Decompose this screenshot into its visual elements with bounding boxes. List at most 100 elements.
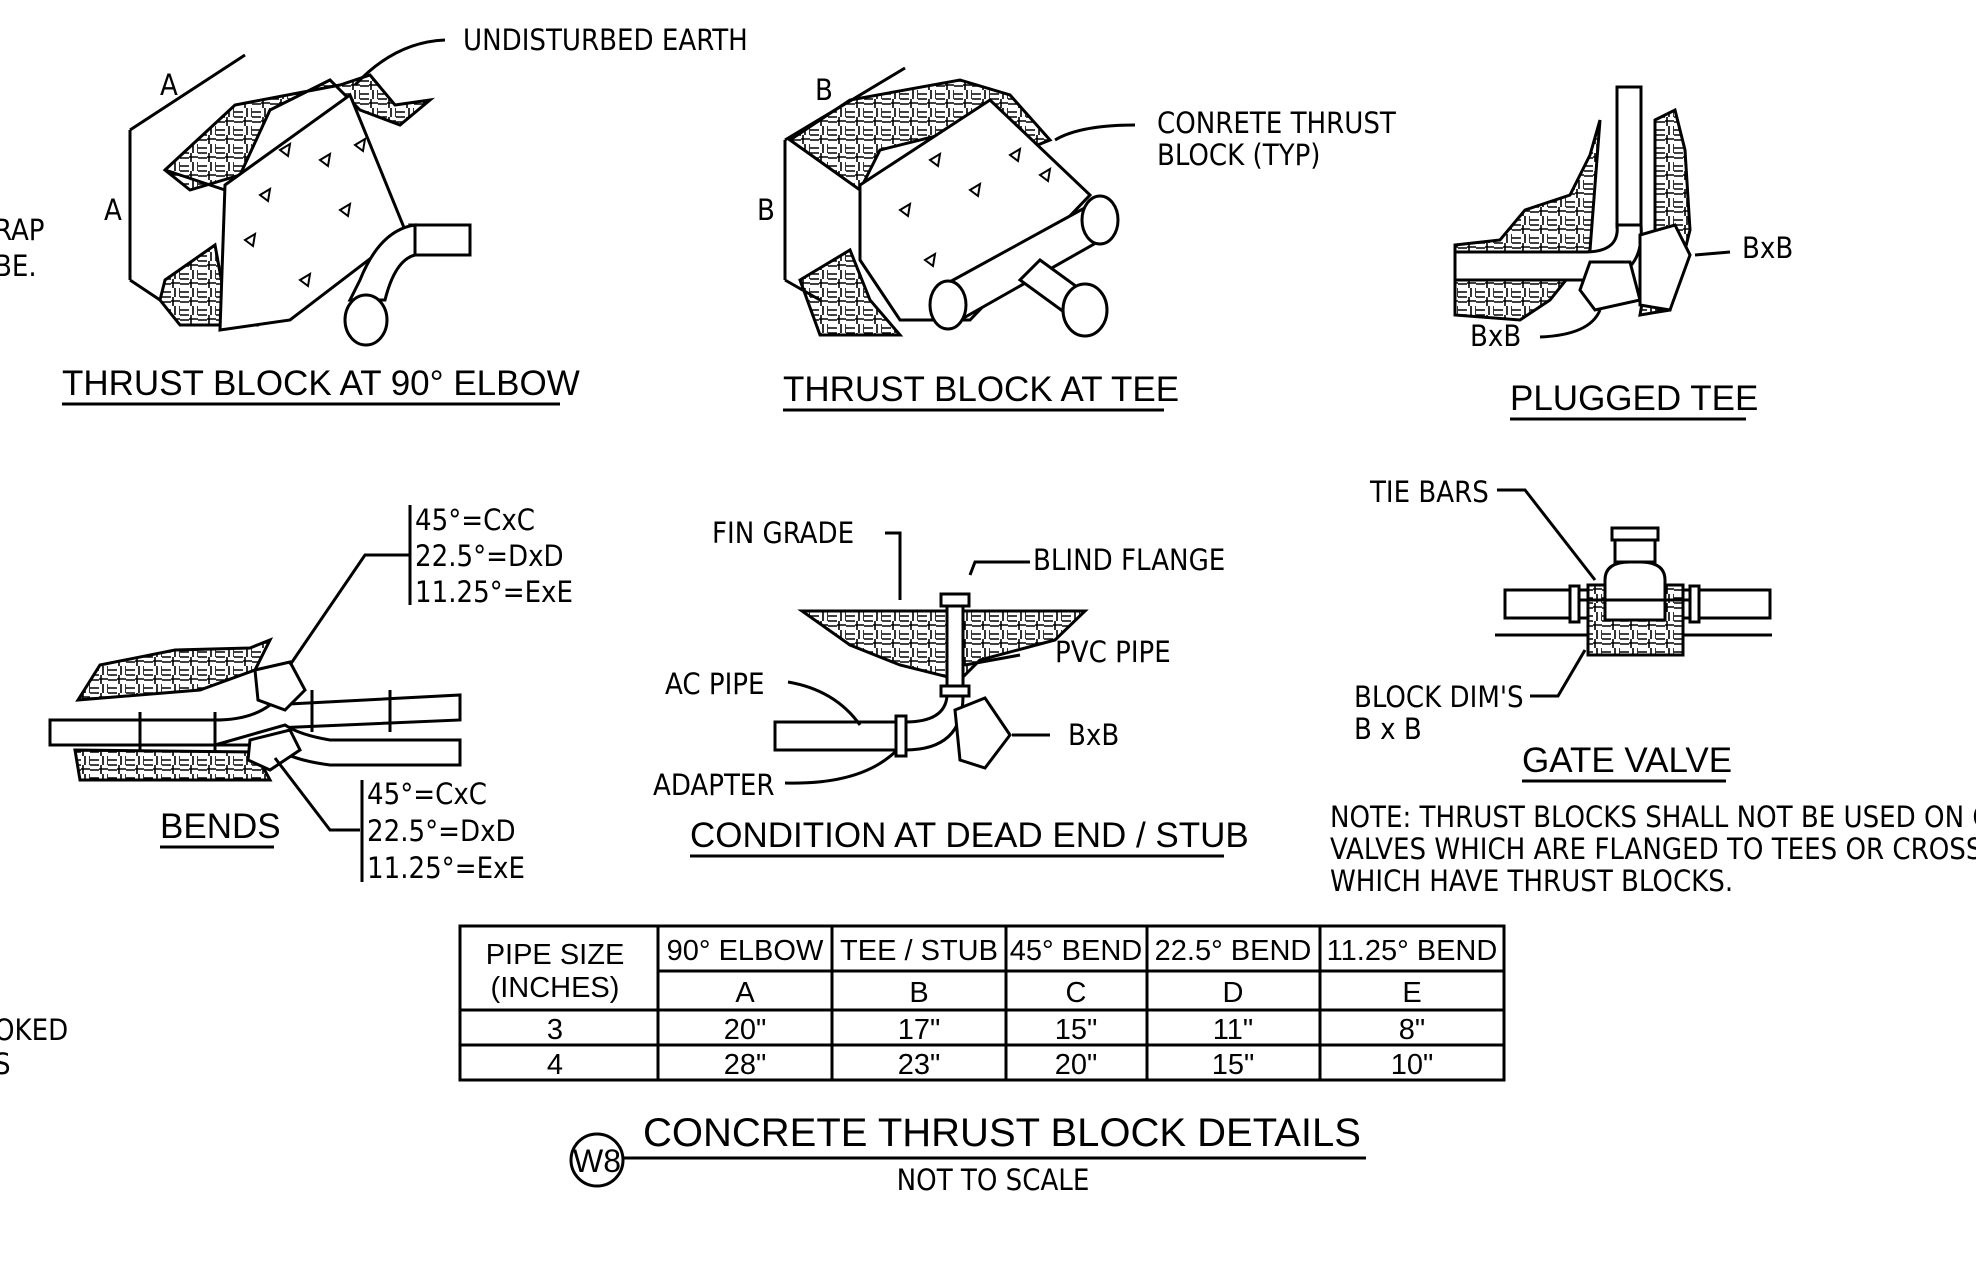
table-cell: 10" <box>1391 1049 1434 1081</box>
table-row: 4 28" 23" 20" 15" 10" <box>547 1049 1433 1081</box>
elbow-dim-a-side: A <box>104 193 122 227</box>
elbow-detail: A A UNDISTURBED EARTH THRUST BLOCK AT 90… <box>62 23 748 406</box>
gate-valve-leaders <box>1497 488 1597 698</box>
table-cell: 11" <box>1213 1014 1253 1046</box>
table-gridlines <box>460 926 1504 1080</box>
bend-callout-bottom-11: 11.25°=ExE <box>367 851 525 885</box>
dead-end-leaders <box>784 531 1050 785</box>
table-letter: E <box>1402 977 1421 1009</box>
table-header-pipe-size: PIPE SIZE <box>486 939 625 971</box>
bend-callout-bottom-22: 22.5°=DxD <box>367 814 516 848</box>
table-cell: 15" <box>1055 1014 1098 1046</box>
tee-dim-b-side: B <box>757 193 775 227</box>
tee-concrete-block <box>858 98 1093 322</box>
note-block: NOTE: THRUST BLOCKS SHALL NOT BE USED ON… <box>1330 800 1976 898</box>
gate-valve-title: GATE VALVE <box>1522 741 1732 780</box>
table-letter: C <box>1066 977 1087 1009</box>
block-dims-label-1: BLOCK DIM'S <box>1354 680 1524 714</box>
plugged-tee-title: PLUGGED TEE <box>1510 379 1758 418</box>
gate-valve-detail: TIE BARS BLOCK DIM'S B x B GATE VALVE <box>1354 475 1772 783</box>
adapter-label: ADAPTER <box>653 768 775 802</box>
detail-subtitle: NOT TO SCALE <box>897 1163 1090 1197</box>
bxb-label-right: BxB <box>1742 231 1793 265</box>
detail-title-block: W8 CONCRETE THRUST BLOCK DETAILS NOT TO … <box>569 1111 1366 1197</box>
dead-end-title: CONDITION AT DEAD END / STUB <box>690 816 1249 855</box>
edge-fragment: BE. <box>0 249 37 283</box>
bends-block-lower <box>246 728 302 772</box>
bends-detail: 45°=CxC 22.5°=DxD 11.25°=ExE 45°=CxC 22.… <box>48 503 573 885</box>
concrete-thrust-block-label-1: CONRETE THRUST <box>1157 106 1397 140</box>
table-cell: 3 <box>547 1014 563 1046</box>
edge-fragment: S <box>0 1047 11 1081</box>
table-letter: A <box>735 977 755 1009</box>
bends-earth-upper <box>75 637 274 702</box>
plugged-riser <box>1615 85 1643 229</box>
bxb-label-left: BxB <box>1470 319 1521 353</box>
table-header: 22.5° BEND <box>1155 935 1312 967</box>
tee-dim-lines <box>783 66 906 302</box>
table-row: 3 20" 17" 15" 11" 8" <box>547 1014 1425 1046</box>
gate-valve-handwheel <box>1610 526 1660 542</box>
bend-callout-bottom-45: 45°=CxC <box>367 777 487 811</box>
dead-end-earth <box>797 609 1089 682</box>
plugged-block-right <box>1638 223 1692 312</box>
table-border <box>458 924 1506 1082</box>
table-cell: 23" <box>898 1049 941 1081</box>
plugged-block-left <box>1578 260 1642 312</box>
table-cell: 28" <box>724 1049 767 1081</box>
table-header-inches: (INCHES) <box>491 972 620 1004</box>
elbow-aggregate <box>243 137 367 288</box>
note-line-3: WHICH HAVE THRUST BLOCKS. <box>1330 864 1733 898</box>
note-line-1: NOTE: THRUST BLOCKS SHALL NOT BE USED ON… <box>1330 800 1976 834</box>
table-header: 45° BEND <box>1010 935 1142 967</box>
elbow-dim-lines <box>128 53 246 302</box>
tie-bars-label: TIE BARS <box>1369 475 1489 509</box>
detail-tag: W8 <box>573 1143 621 1179</box>
edge-fragment: OKED <box>0 1013 68 1047</box>
block-dims-label-2: B x B <box>1354 712 1422 746</box>
table-header: 11.25° BEND <box>1327 935 1498 967</box>
table-cell: 15" <box>1212 1049 1255 1081</box>
concrete-thrust-block-label-2: BLOCK (TYP) <box>1157 138 1321 172</box>
tee-dim-b-top: B <box>815 73 833 107</box>
dimension-table: PIPE SIZE (INCHES) 90° ELBOW TEE / STUB … <box>458 924 1506 1082</box>
flange-right <box>1688 584 1701 624</box>
table-cell: 20" <box>724 1014 767 1046</box>
pvc-riser <box>945 604 965 688</box>
table-cell: 17" <box>898 1014 941 1046</box>
left-edge-fragments: RAP BE. OKED S <box>0 213 68 1081</box>
dead-end-bxb-label: BxB <box>1068 718 1119 752</box>
bends-block-upper <box>253 660 307 712</box>
ac-pipe-label: AC PIPE <box>665 667 764 701</box>
bend-callout-top-22: 22.5°=DxD <box>415 539 564 573</box>
bends-pipe-joints <box>138 690 392 752</box>
gate-valve-body <box>1603 560 1667 622</box>
table-cell: 8" <box>1399 1014 1425 1046</box>
elbow-leader <box>353 38 446 87</box>
bends-title: BENDS <box>160 807 281 846</box>
dead-end-detail: FIN GRADE BLIND FLANGE PVC PIPE AC PIPE … <box>653 516 1249 858</box>
fin-grade-label: FIN GRADE <box>712 516 854 550</box>
edge-fragment: RAP <box>0 213 45 247</box>
bend-callout-top-45: 45°=CxC <box>415 503 535 537</box>
bends-earth-lower <box>73 748 273 782</box>
table-cell: 4 <box>547 1049 563 1081</box>
undisturbed-earth-label: UNDISTURBED EARTH <box>463 23 748 57</box>
ac-pipe <box>773 694 965 752</box>
table-header: TEE / STUB <box>840 935 998 967</box>
tee-aggregate <box>898 147 1052 268</box>
dead-end-block <box>953 696 1012 770</box>
table-letter: B <box>909 977 928 1009</box>
tee-title: THRUST BLOCK AT TEE <box>783 370 1179 409</box>
elbow-title: THRUST BLOCK AT 90° ELBOW <box>62 364 580 403</box>
blind-flange-label: BLIND FLANGE <box>1033 543 1225 577</box>
table-header: 90° ELBOW <box>667 935 824 967</box>
detail-title: CONCRETE THRUST BLOCK DETAILS <box>643 1111 1361 1155</box>
detail-tag-circle <box>569 1132 625 1188</box>
flange-left <box>1568 584 1581 624</box>
elbow-dim-a-top: A <box>160 68 178 102</box>
plugged-tee-detail: BxB BxB PLUGGED TEE <box>1453 85 1793 421</box>
gate-valve-bonnet <box>1613 538 1657 564</box>
elbow-pipe <box>343 223 472 347</box>
plugged-earth-left <box>1453 119 1602 322</box>
